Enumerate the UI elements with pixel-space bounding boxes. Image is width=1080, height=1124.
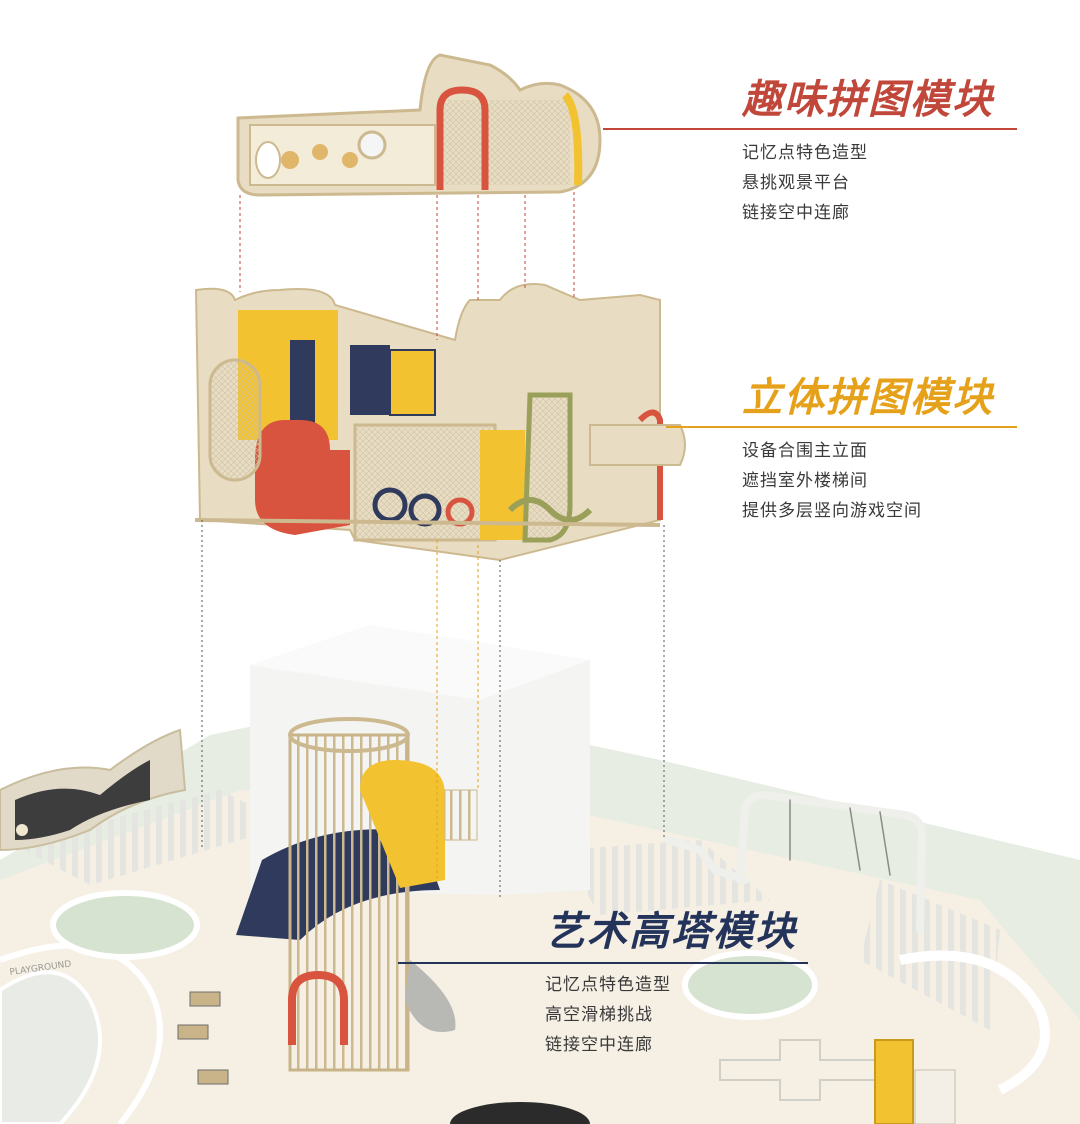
art-tower-line-2: 高空滑梯挑战 bbox=[545, 1005, 653, 1025]
lawn-mound-left bbox=[50, 890, 200, 960]
fun-puzzle-title: 趣味拼图模块 bbox=[742, 77, 994, 123]
stereo-red-bar bbox=[637, 409, 663, 520]
fun-window-strip bbox=[249, 124, 436, 186]
tower-top-ring bbox=[288, 717, 410, 753]
spring-rider-1 bbox=[189, 991, 221, 1007]
fun-puzzle-line-3: 链接空中连廊 bbox=[742, 203, 850, 223]
art-tower-description: 记忆点特色造型 高空滑梯挑战 链接空中连廊 bbox=[545, 970, 671, 1060]
fun-ball-1 bbox=[281, 151, 299, 169]
art-tower-rule bbox=[398, 962, 808, 964]
tower-bridge-rail bbox=[444, 789, 478, 841]
spring-rider-3 bbox=[197, 1069, 229, 1085]
fun-red-arch bbox=[436, 86, 489, 190]
stereo-red-seat bbox=[255, 420, 350, 535]
sign-board bbox=[874, 1039, 956, 1124]
art-tower bbox=[236, 717, 478, 1072]
guide-lines bbox=[201, 192, 665, 900]
fun-mirror bbox=[357, 130, 387, 160]
fun-ball-2 bbox=[312, 144, 328, 160]
art-tower-title: 艺术高塔模块 bbox=[545, 909, 797, 955]
running-track bbox=[0, 970, 102, 1124]
spring-riders bbox=[177, 991, 229, 1085]
stereo-navy-board bbox=[350, 345, 390, 415]
feature-wall-porthole bbox=[16, 824, 28, 836]
tower-cylinder-outline bbox=[288, 733, 410, 1072]
swing-rope-3 bbox=[879, 811, 891, 876]
art-tower-line-3: 链接空中连廊 bbox=[545, 1035, 653, 1055]
track-curve bbox=[0, 942, 163, 1124]
fun-puzzle-line-2: 悬挑观景平台 bbox=[742, 173, 850, 193]
spring-rider-2 bbox=[177, 1024, 209, 1040]
fun-puzzle-line-1: 记忆点特色造型 bbox=[742, 143, 868, 163]
swing-set bbox=[664, 790, 927, 934]
stereo-game-board bbox=[389, 349, 436, 416]
tower-slide-lower bbox=[405, 960, 456, 1032]
fun-yellow-stripe bbox=[561, 92, 583, 186]
tower-bridge bbox=[360, 760, 445, 888]
stereo-climbing-dome bbox=[208, 358, 262, 482]
crosswalk-left bbox=[15, 790, 290, 885]
fun-oval-window bbox=[255, 141, 281, 179]
swing-frame bbox=[736, 790, 927, 934]
sign-board-post bbox=[874, 1039, 914, 1124]
art-tower-line-1: 记忆点特色造型 bbox=[545, 975, 671, 995]
feature-wall-panel bbox=[15, 760, 150, 840]
stereo-puzzle-line-1: 设备合围主立面 bbox=[742, 441, 868, 461]
stereo-puzzle-line-3: 提供多层竖向游戏空间 bbox=[742, 501, 922, 521]
fun-puzzle-description: 记忆点特色造型 悬挑观景平台 链接空中连廊 bbox=[742, 138, 868, 228]
stereo-puzzle-line-2: 遮挡室外楼梯间 bbox=[742, 471, 868, 491]
curb-right bbox=[899, 950, 1050, 1095]
stereo-side-tube bbox=[589, 424, 686, 466]
fun-ball-3 bbox=[342, 152, 358, 168]
stereo-puzzle-description: 设备合围主立面 遮挡室外楼梯间 提供多层竖向游戏空间 bbox=[742, 436, 922, 526]
fun-mesh-section bbox=[440, 100, 570, 185]
stereo-puzzle-structure bbox=[194, 283, 686, 562]
building-top bbox=[250, 625, 590, 700]
trampoline-pit bbox=[450, 1102, 590, 1124]
tower-red-arch bbox=[288, 970, 348, 1045]
stereo-olive-spiral bbox=[507, 497, 593, 523]
stereo-puzzle-rule bbox=[666, 426, 1017, 428]
stereo-floor bbox=[194, 518, 661, 527]
stereo-porthole-1 bbox=[372, 487, 408, 523]
lawn-mound-right bbox=[682, 950, 818, 1020]
crosswalk-right bbox=[560, 840, 770, 915]
sign-board-panel bbox=[914, 1069, 956, 1124]
feature-wall bbox=[0, 728, 187, 852]
swing-base bbox=[664, 836, 749, 884]
fun-puzzle-structure bbox=[236, 53, 602, 197]
fun-puzzle-rule bbox=[603, 128, 1017, 130]
swing-rope-2 bbox=[849, 807, 861, 871]
stereo-puzzle-title: 立体拼图模块 bbox=[742, 375, 994, 421]
